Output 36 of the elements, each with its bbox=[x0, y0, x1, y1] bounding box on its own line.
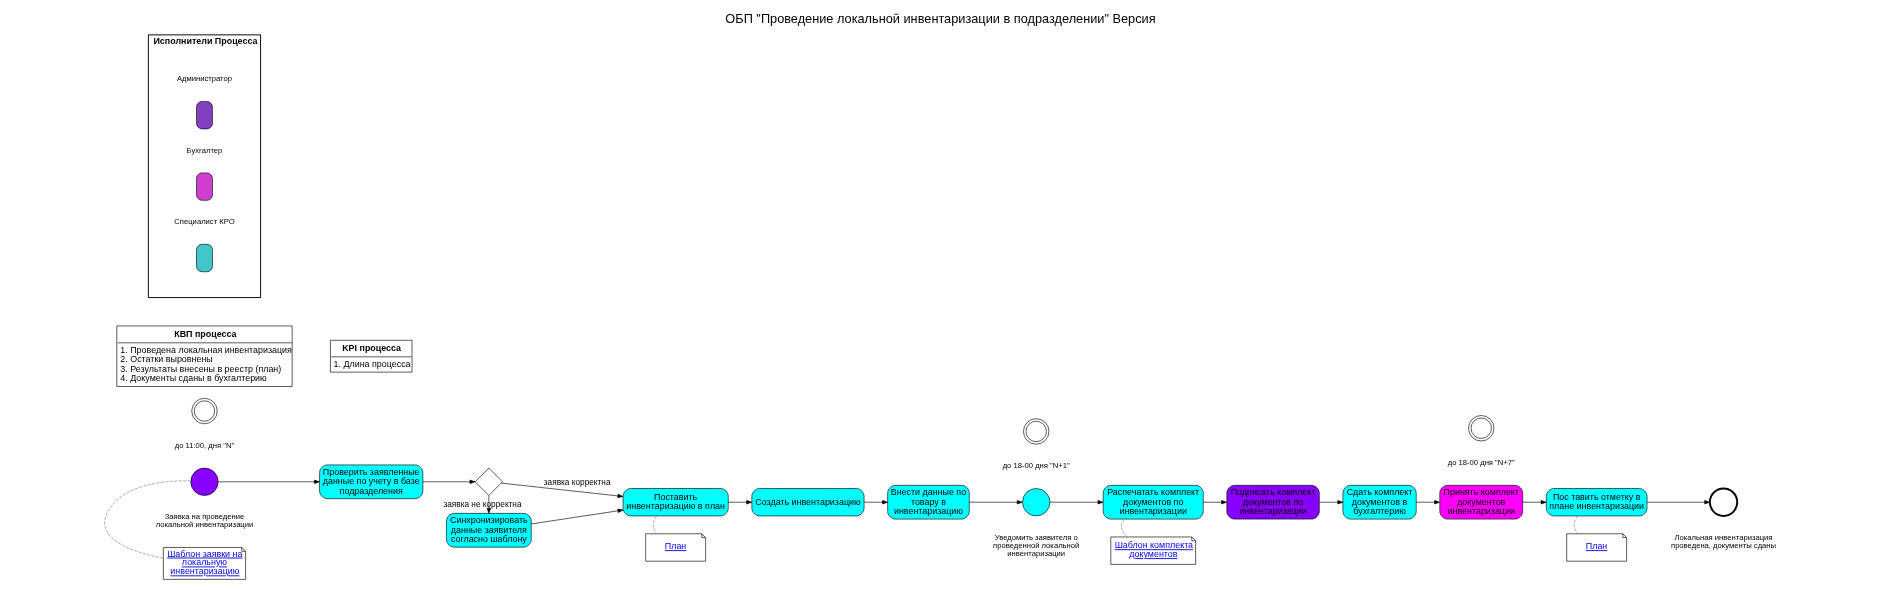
node-box: Синхронизировать данные заявителя согласно шаблону bbox=[445, 513, 532, 548]
arrow bbox=[968, 500, 1023, 505]
node-diamond bbox=[474, 467, 503, 496]
node-circle bbox=[1708, 487, 1738, 517]
node-box: Принять комплект документов инвентаризации bbox=[1439, 485, 1523, 520]
node-circle bbox=[189, 467, 218, 496]
node-box: Подписать комплект документов по инвентаризации bbox=[1226, 485, 1320, 520]
connector bbox=[103, 480, 191, 559]
arrow bbox=[1521, 500, 1547, 505]
arrow bbox=[863, 500, 888, 505]
node-box: Проверить заявленные данные по учету в базе подразделения bbox=[318, 464, 423, 500]
arrow bbox=[1318, 500, 1343, 505]
diagram-title: ОБП "Проведение локальной инвентаризации в подразделении" Версия bbox=[724, 11, 1156, 27]
arrow bbox=[486, 495, 491, 514]
node-box: Пос тавить отметку в плане инвентаризации bbox=[1545, 488, 1647, 517]
arrow bbox=[500, 482, 623, 498]
node-box: Поставить инвентаризацию в план bbox=[622, 488, 729, 517]
node-person bbox=[195, 172, 213, 201]
node-person bbox=[195, 244, 213, 273]
node-box: Сдать комплект документов в бухгалтерию bbox=[1342, 485, 1417, 520]
node-circle bbox=[1021, 488, 1050, 517]
arrow bbox=[217, 479, 320, 484]
arrow bbox=[1646, 500, 1710, 505]
connector bbox=[1573, 515, 1578, 534]
arrow bbox=[530, 508, 623, 525]
arrow bbox=[1049, 500, 1103, 505]
node-box: Распечатать комплект документов по инвентаризации bbox=[1102, 485, 1204, 520]
arrow bbox=[422, 479, 475, 484]
arrow bbox=[727, 500, 752, 505]
node-box: Создать инвентаризацию bbox=[751, 488, 864, 517]
arrow bbox=[1415, 500, 1440, 505]
node-box: Внести данные по товару в инвентаризацию bbox=[886, 485, 970, 520]
connector bbox=[652, 515, 657, 534]
node-person bbox=[195, 101, 213, 130]
arrow bbox=[1202, 500, 1227, 505]
connector bbox=[1120, 518, 1128, 538]
